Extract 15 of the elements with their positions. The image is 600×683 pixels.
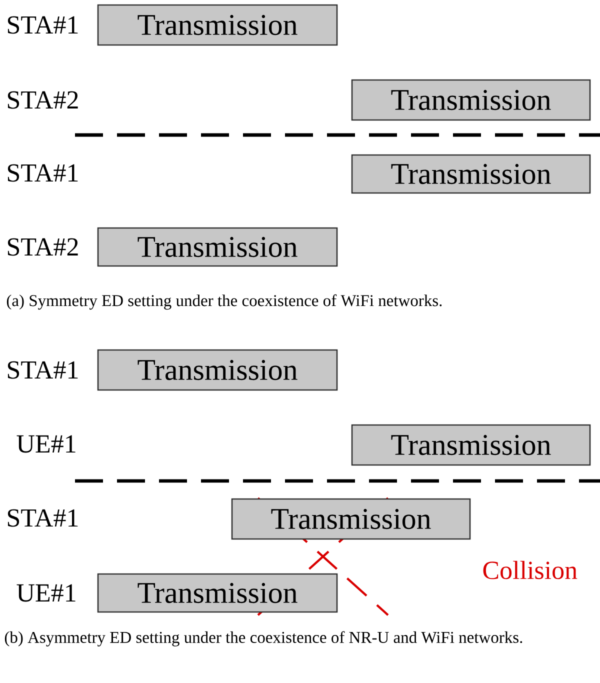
transmission-box: Transmission <box>351 154 591 194</box>
row-label: STA#1 <box>8 164 78 182</box>
transmission-box: Transmission <box>351 79 591 121</box>
row-label: STA#1 <box>8 509 78 527</box>
transmission-box: Transmission <box>351 424 591 466</box>
caption: (b) Asymmetry ED setting under the coexistence of NR-U and WiFi networks. <box>4 631 522 646</box>
transmission-box: Transmission <box>97 573 338 613</box>
row-label: STA#2 <box>8 91 78 109</box>
transmission-box: Transmission <box>97 4 338 46</box>
row-label: UE#1 <box>16 435 76 453</box>
transmission-box: Transmission <box>97 349 338 391</box>
collision-label: Collision <box>483 560 578 580</box>
transmission-box: Transmission <box>97 227 338 267</box>
caption: (a) Symmetry ED setting under the coexistence of WiFi networks. <box>6 294 442 310</box>
transmission-box: Transmission <box>231 498 471 540</box>
